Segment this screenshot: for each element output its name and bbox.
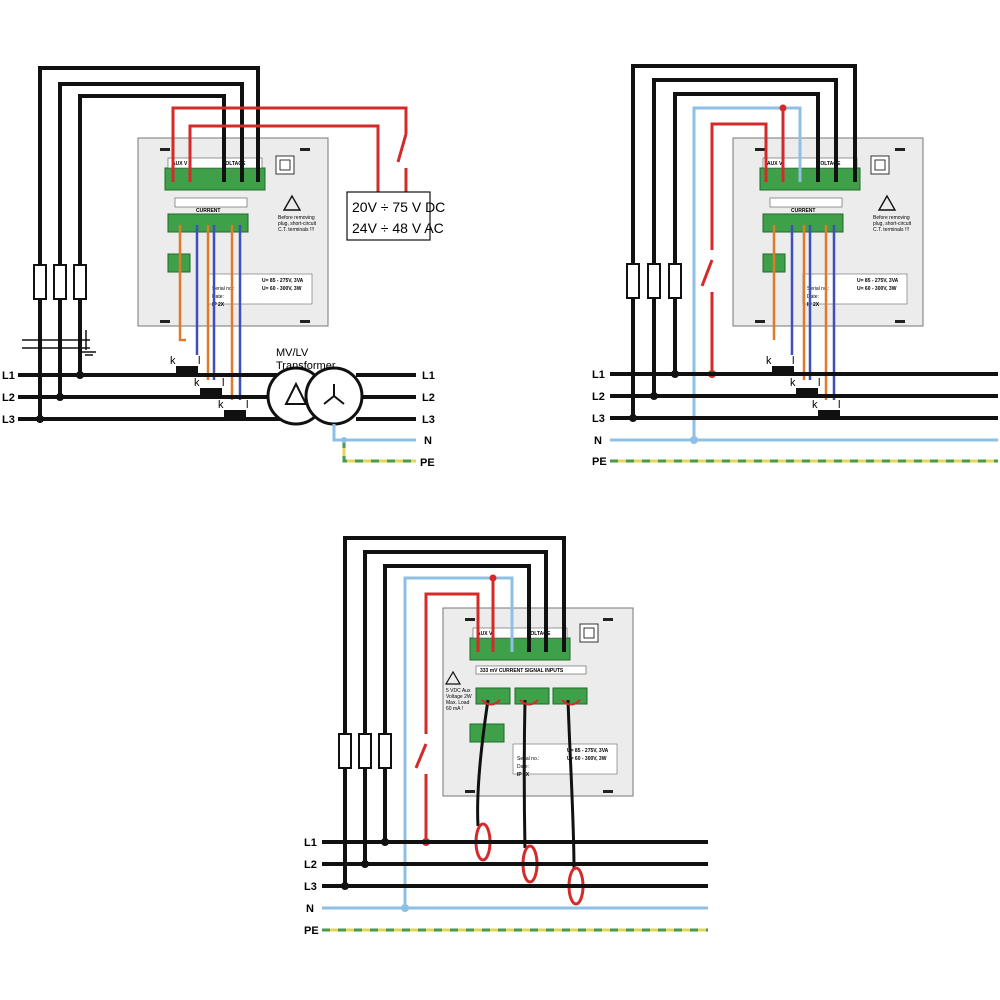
aux-switch	[700, 259, 714, 287]
label-l1: L1	[592, 369, 605, 381]
fuse	[53, 264, 67, 300]
aux-switch	[396, 133, 408, 163]
fuse	[33, 264, 47, 300]
ct-marker-l: l	[246, 399, 248, 411]
spec-1: U= 85 - 275V, 3VA	[262, 278, 304, 284]
date-label: Date:	[807, 294, 819, 300]
ct-marker-l: l	[818, 377, 820, 389]
label-l2: L2	[2, 392, 15, 404]
voltage-terminal-block-1	[164, 167, 266, 191]
transformer-label-2: Transformer	[276, 360, 336, 372]
label-l1: L1	[304, 837, 317, 849]
warning-icon	[444, 670, 462, 685]
spec-2: U= 60 - 300V, 3W	[567, 756, 607, 762]
fuse	[378, 733, 392, 769]
ct-marker-l: l	[838, 399, 840, 411]
warning-icon	[282, 194, 302, 211]
spec-1: U= 85 - 275V, 3VA	[567, 748, 609, 754]
label-l2: L2	[592, 391, 605, 403]
signal-inputs-label: 333 mV CURRENT SIGNAL INPUTS	[480, 668, 564, 674]
date-label: Date:	[212, 294, 224, 300]
fuse	[626, 263, 640, 299]
aux-v-terminal-label: AUX V	[172, 161, 188, 167]
serial-label: Serial no.:	[212, 286, 235, 292]
transformer-label-1: MV/LV	[276, 347, 309, 359]
label-l1: L1	[2, 370, 15, 382]
aux-v-terminal-label: AUX V	[477, 631, 493, 637]
ct-marker-k: k	[766, 355, 772, 367]
supply-label-ac: 24V ÷ 48 V AC	[352, 220, 444, 236]
ct-marker-k: k	[790, 377, 796, 389]
label-l3: L3	[592, 413, 605, 425]
warning-icon	[877, 194, 897, 211]
current-terminal-label: CURRENT	[791, 208, 815, 214]
spec-1: U= 85 - 275V, 3VA	[857, 278, 899, 284]
warning-text-2: plug, short-circuit	[873, 221, 912, 227]
current-transformer-1	[176, 366, 198, 374]
serial-label: Serial no.:	[807, 286, 830, 292]
warning-text-3: C.T. terminals !!!	[873, 227, 909, 233]
ct-marker-l: l	[198, 355, 200, 367]
diagram-2: AUX V VOLTAGE CURRENT Before removing pl…	[592, 64, 998, 468]
voltage-terminal-label: VOLTAGE	[222, 161, 246, 167]
aux-out-text-2: Voltage 2W	[446, 694, 472, 700]
label-l2: L2	[304, 859, 317, 871]
ct-marker-k: k	[812, 399, 818, 411]
aux-out-text-4: 60 mA !	[446, 706, 463, 712]
label-n: N	[424, 435, 432, 447]
current-transformer-3	[224, 410, 246, 418]
wire-aux-2	[188, 124, 380, 196]
aux-out-text-1: 5 VDC Aux	[446, 688, 471, 694]
aux-out-text-3: Max. Load	[446, 700, 470, 706]
ip-label: IP 2X	[807, 302, 820, 308]
label-l3-out: L3	[422, 414, 435, 426]
diagram-1: AUX V VOLTAGE CURRENT Before removing pl…	[2, 66, 445, 469]
wire-l1-voltage	[78, 94, 226, 375]
label-pe: PE	[304, 925, 319, 937]
current-transformer-2	[200, 388, 222, 396]
fuse	[647, 263, 661, 299]
label-l1-out: L1	[422, 370, 435, 382]
wye-symbol	[323, 384, 345, 405]
aux-switch	[414, 743, 428, 769]
warning-text-1: Before removing	[278, 215, 315, 221]
serial-label: Serial no.:	[517, 756, 540, 762]
ct-marker-k: k	[170, 355, 176, 367]
supply-label-dc: 20V ÷ 75 V DC	[352, 199, 445, 215]
warning-text-1: Before removing	[873, 215, 910, 221]
label-n: N	[594, 435, 602, 447]
label-pe: PE	[592, 456, 607, 468]
line-n	[332, 424, 416, 442]
voltage-terminal-label: VOLTAGE	[527, 631, 551, 637]
aux-supply-box	[346, 191, 431, 241]
wire-aux-1	[171, 106, 408, 182]
fuse	[358, 733, 372, 769]
fuse	[668, 263, 682, 299]
ct-marker-k: k	[194, 377, 200, 389]
ct-marker-l: l	[792, 355, 794, 367]
label-n: N	[306, 903, 314, 915]
label-l3: L3	[304, 881, 317, 893]
ip-label: IP 2X	[212, 302, 225, 308]
fuse	[73, 264, 87, 300]
diagram-3: AUX V VOLTAGE 333 mV CURRENT SIGNAL INPU…	[304, 536, 708, 937]
label-pe: PE	[420, 457, 435, 469]
delta-symbol	[284, 381, 308, 405]
current-terminal-label: CURRENT	[196, 208, 220, 214]
voltage-terminal-label: VOLTAGE	[817, 161, 841, 167]
line-pe	[342, 440, 416, 463]
ct-marker-l: l	[222, 377, 224, 389]
fuse	[338, 733, 352, 769]
spec-2: U= 60 - 300V, 3W	[857, 286, 897, 292]
wire-l2-voltage	[58, 82, 244, 398]
aux-v-terminal-label: AUX V	[767, 161, 783, 167]
label-l3: L3	[2, 414, 15, 426]
warning-text-3: C.T. terminals !!!	[278, 227, 314, 233]
ct-marker-k: k	[218, 399, 224, 411]
voltage-transformer-symbols	[22, 330, 96, 356]
warning-text-2: plug, short-circuit	[278, 221, 317, 227]
label-l2-out: L2	[422, 392, 435, 404]
spec-2: U= 60 - 300V, 3W	[262, 286, 302, 292]
